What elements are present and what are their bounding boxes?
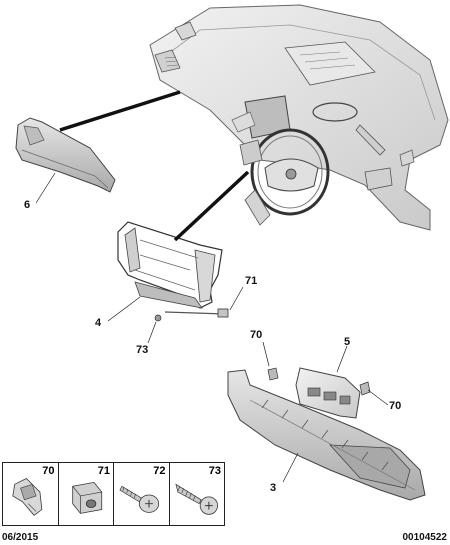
legend-cell-72: 72 bbox=[114, 463, 170, 525]
link-line-4 bbox=[173, 170, 250, 242]
legend-number: 73 bbox=[208, 465, 221, 477]
cage-nut-icon bbox=[71, 481, 102, 514]
part-5-switch-panel bbox=[295, 367, 361, 419]
legend-cell-71: 71 bbox=[59, 463, 114, 525]
legend-cell-73: 73 bbox=[170, 463, 225, 525]
legend-number: 71 bbox=[97, 465, 110, 477]
legend-cell-70: 70 bbox=[3, 463, 59, 525]
callout-4: 4 bbox=[95, 317, 102, 329]
footer-date: 06/2015 bbox=[2, 532, 39, 543]
leader-lines bbox=[35, 172, 389, 483]
callout-73: 73 bbox=[136, 344, 149, 356]
part-3-glovebox bbox=[227, 369, 426, 501]
fastener-clip-70-top bbox=[267, 367, 279, 381]
legend-number: 70 bbox=[42, 465, 55, 477]
part-6-lower-trim bbox=[15, 117, 116, 193]
self-tapping-screw-icon bbox=[174, 483, 218, 515]
part-4-bracket bbox=[117, 221, 229, 318]
dashboard-drawing bbox=[149, 4, 449, 231]
screw-icon bbox=[119, 485, 160, 513]
fastener-clip-70-right bbox=[359, 381, 371, 396]
callout-3: 3 bbox=[270, 482, 277, 494]
footer-reference-code: 00104522 bbox=[402, 532, 448, 543]
callout-6: 6 bbox=[24, 199, 31, 211]
legend-number: 72 bbox=[153, 465, 166, 477]
callout-71: 71 bbox=[245, 275, 258, 287]
callout-70-top: 70 bbox=[250, 329, 263, 341]
callout-70-right: 70 bbox=[389, 400, 402, 412]
callout-5: 5 bbox=[344, 336, 351, 348]
link-line-6 bbox=[59, 90, 181, 132]
clip-icon bbox=[12, 478, 43, 516]
fastener-legend: 70 71 72 73 bbox=[2, 462, 225, 526]
fastener-screw-73 bbox=[154, 314, 162, 322]
